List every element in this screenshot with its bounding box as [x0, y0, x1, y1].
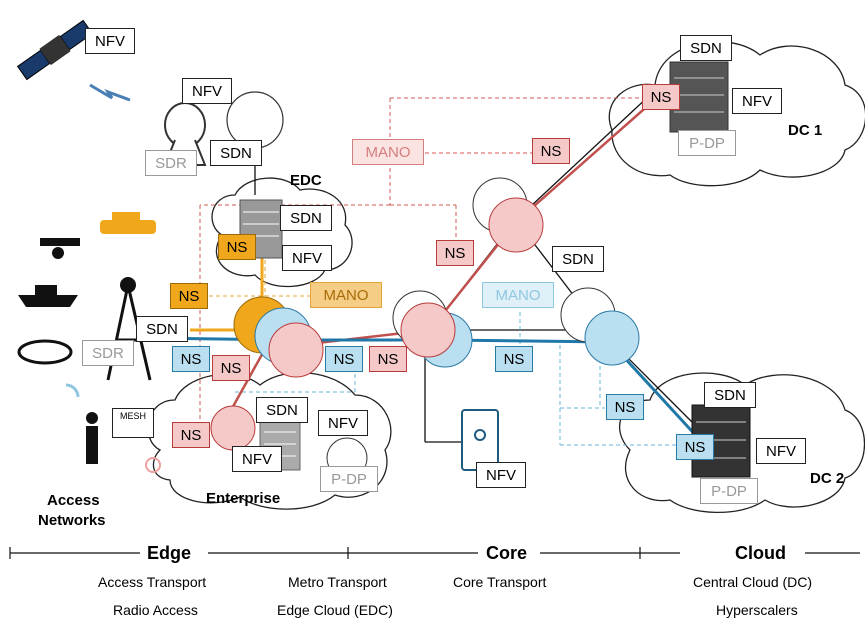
access-ns-red-box: NS [212, 355, 250, 381]
axis-metro-sub1: Metro Transport [288, 574, 387, 590]
axis-core-sub1: Core Transport [453, 574, 547, 590]
edc-mano-box: MANO [310, 282, 382, 308]
wifi-icon [65, 383, 80, 398]
router-icon [584, 310, 640, 366]
ship-icon [18, 285, 78, 307]
dc1-sdn-box: SDN [680, 35, 732, 61]
dc1-label: DC 1 [788, 122, 823, 139]
submarine-icon [17, 339, 73, 365]
person-icon [86, 412, 98, 464]
axis-cloud-sub2: Hyperscalers [716, 602, 798, 618]
mesh-box: MESH [112, 408, 154, 438]
access-networks-label-2: Networks [38, 512, 106, 529]
enterprise-sdn-box: SDN [256, 397, 308, 423]
router-icon [400, 302, 456, 358]
edc-nfv-box: NFV [282, 245, 332, 271]
dc2-sdn-box: SDN [704, 382, 756, 408]
dc2-pdp-box: P-DP [700, 478, 758, 504]
dc2-ns-box: NS [676, 434, 714, 460]
core-ns-blue-box: NS [495, 346, 533, 372]
access-sdn-box: SDN [136, 316, 188, 342]
satellite-icon [16, 19, 94, 81]
enterprise-nfv-box-1: NFV [318, 410, 368, 436]
access-networks-label-1: Access [47, 492, 100, 509]
enterprise-pdp-box: P-DP [320, 466, 378, 492]
enterprise-label: Enterprise [206, 490, 281, 507]
core-nfv-server-icon [461, 409, 499, 471]
metro-ns-blue-box: NS [325, 346, 363, 372]
drone-icon [40, 238, 80, 259]
axis-cloud: Cloud [735, 543, 786, 563]
router-icon [210, 405, 256, 451]
user-icon [145, 457, 161, 473]
axis-metro-sub2: Edge Cloud (EDC) [277, 602, 393, 618]
core-sdn-box: SDN [552, 246, 604, 272]
router-icon [268, 322, 324, 378]
signal-icon [89, 83, 131, 102]
car-icon [100, 212, 156, 234]
radio-nfv-box: NFV [182, 78, 232, 104]
dc1-pdp-box: P-DP [678, 130, 736, 156]
axis-edge: Edge [147, 543, 192, 563]
access-ns-orange-box: NS [170, 283, 208, 309]
core-ns-red-box-2: NS [436, 240, 474, 266]
edc-label: EDC [290, 172, 322, 189]
dc1-nfv-box: NFV [732, 88, 782, 114]
router-icon [488, 197, 544, 253]
core-mano-box: MANO [352, 139, 424, 165]
core-ns-red-box-1: NS [532, 138, 570, 164]
axis-core: Core [486, 543, 528, 563]
axis-cloud-sub1: Central Cloud (DC) [693, 574, 813, 590]
radio-sdn-box: SDN [210, 140, 262, 166]
access-sdr-box: SDR [82, 340, 134, 366]
axis-edge-sub1: Access Transport [98, 574, 207, 590]
red-path [218, 94, 661, 431]
dc2-nfv-box: NFV [756, 438, 806, 464]
core-mano-blue-box: MANO [482, 282, 554, 308]
enterprise-ns-box: NS [172, 422, 210, 448]
satellite-nfv-box: NFV [85, 28, 135, 54]
metro-ns-red-box: NS [369, 346, 407, 372]
radio-sdr-box: SDR [145, 150, 197, 176]
enterprise-nfv-box-2: NFV [232, 446, 282, 472]
dc2-label: DC 2 [810, 470, 845, 487]
core-nfv-box: NFV [476, 462, 526, 488]
access-ns-blue-box: NS [172, 346, 210, 372]
edc-sdn-box: SDN [280, 205, 332, 231]
dc1-ns-box: NS [642, 84, 680, 110]
edc-ns-box: NS [218, 234, 256, 260]
axis-edge-sub2: Radio Access [113, 602, 198, 618]
dc2-ns-boxside: NS [606, 394, 644, 420]
